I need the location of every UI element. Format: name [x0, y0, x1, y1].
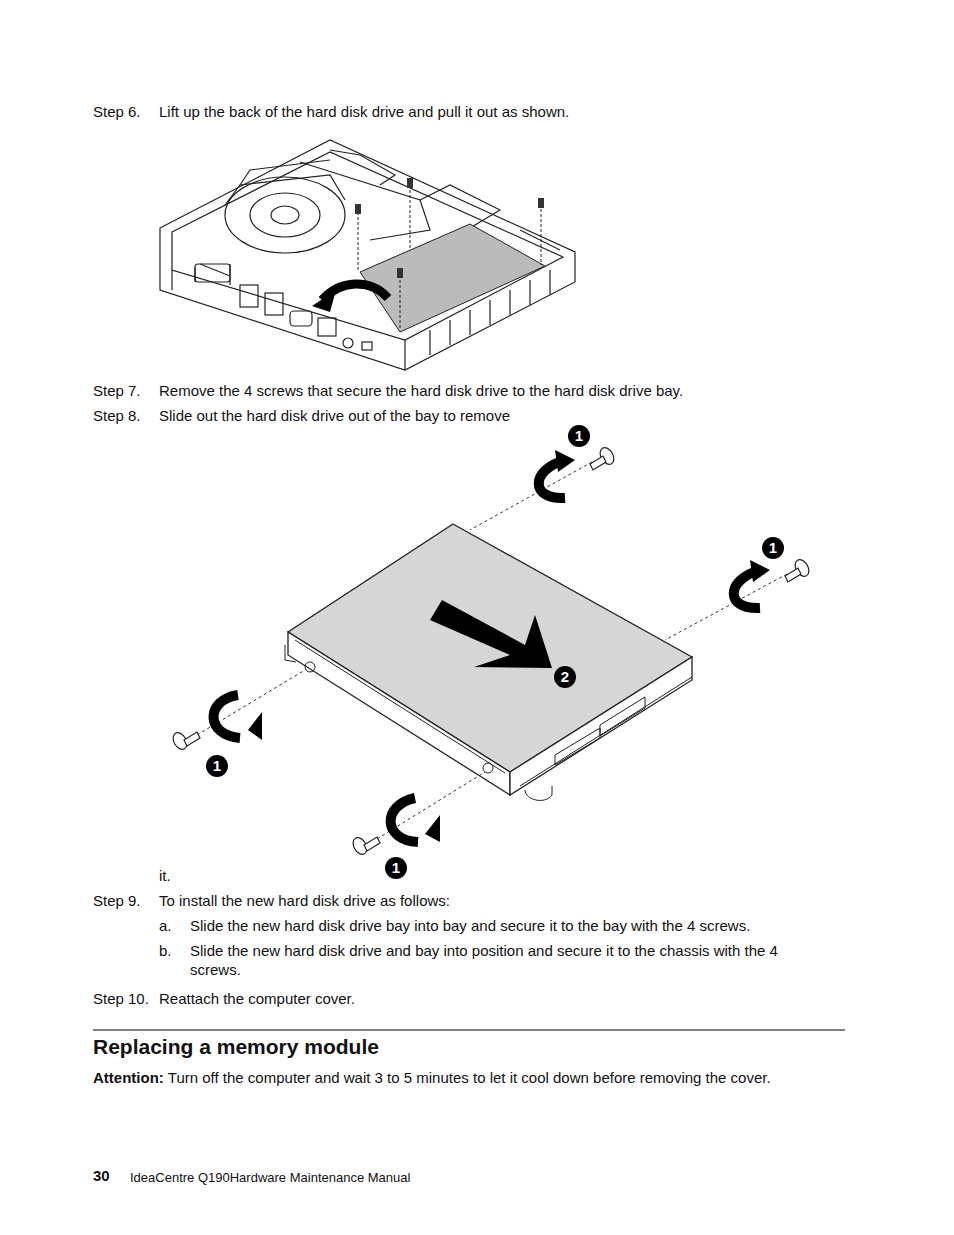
- instruction-text: Slide the new hard disk drive bay into b…: [190, 916, 840, 935]
- instruction-text: Lift up the back of the hard disk drive …: [159, 102, 859, 121]
- instruction-text: Remove the 4 screws that secure the hard…: [159, 381, 859, 400]
- instruction-text: it.: [159, 866, 171, 885]
- step-number: Step 6.: [93, 102, 141, 121]
- substep-letter: a.: [159, 916, 172, 935]
- callout-number: 1: [206, 755, 228, 777]
- section-heading: Replacing a memory module: [93, 1034, 379, 1060]
- callout-number: 2: [554, 666, 576, 688]
- instruction-text: Slide the new hard disk drive and bay in…: [190, 941, 812, 979]
- attention-label: Attention:: [93, 1068, 164, 1087]
- callout-number: 1: [385, 857, 407, 879]
- substep-letter: b.: [159, 941, 172, 960]
- step-number: Step 8.: [93, 406, 141, 425]
- footer-text: IdeaCentre Q190Hardware Maintenance Manu…: [130, 1168, 410, 1187]
- instruction-text: Reattach the computer cover.: [159, 989, 839, 1008]
- page-number: 30: [93, 1166, 110, 1185]
- instruction-text: Slide out the hard disk drive out of the…: [159, 406, 579, 425]
- callout-number: 1: [762, 537, 784, 559]
- step-number: Step 7.: [93, 381, 141, 400]
- attention-text: Turn off the computer and wait 3 to 5 mi…: [168, 1068, 928, 1087]
- callout-number: 1: [568, 425, 590, 447]
- step-number: Step 10.: [93, 989, 149, 1008]
- instruction-text: To install the new hard disk drive as fo…: [159, 891, 839, 910]
- step-number: Step 9.: [93, 891, 141, 910]
